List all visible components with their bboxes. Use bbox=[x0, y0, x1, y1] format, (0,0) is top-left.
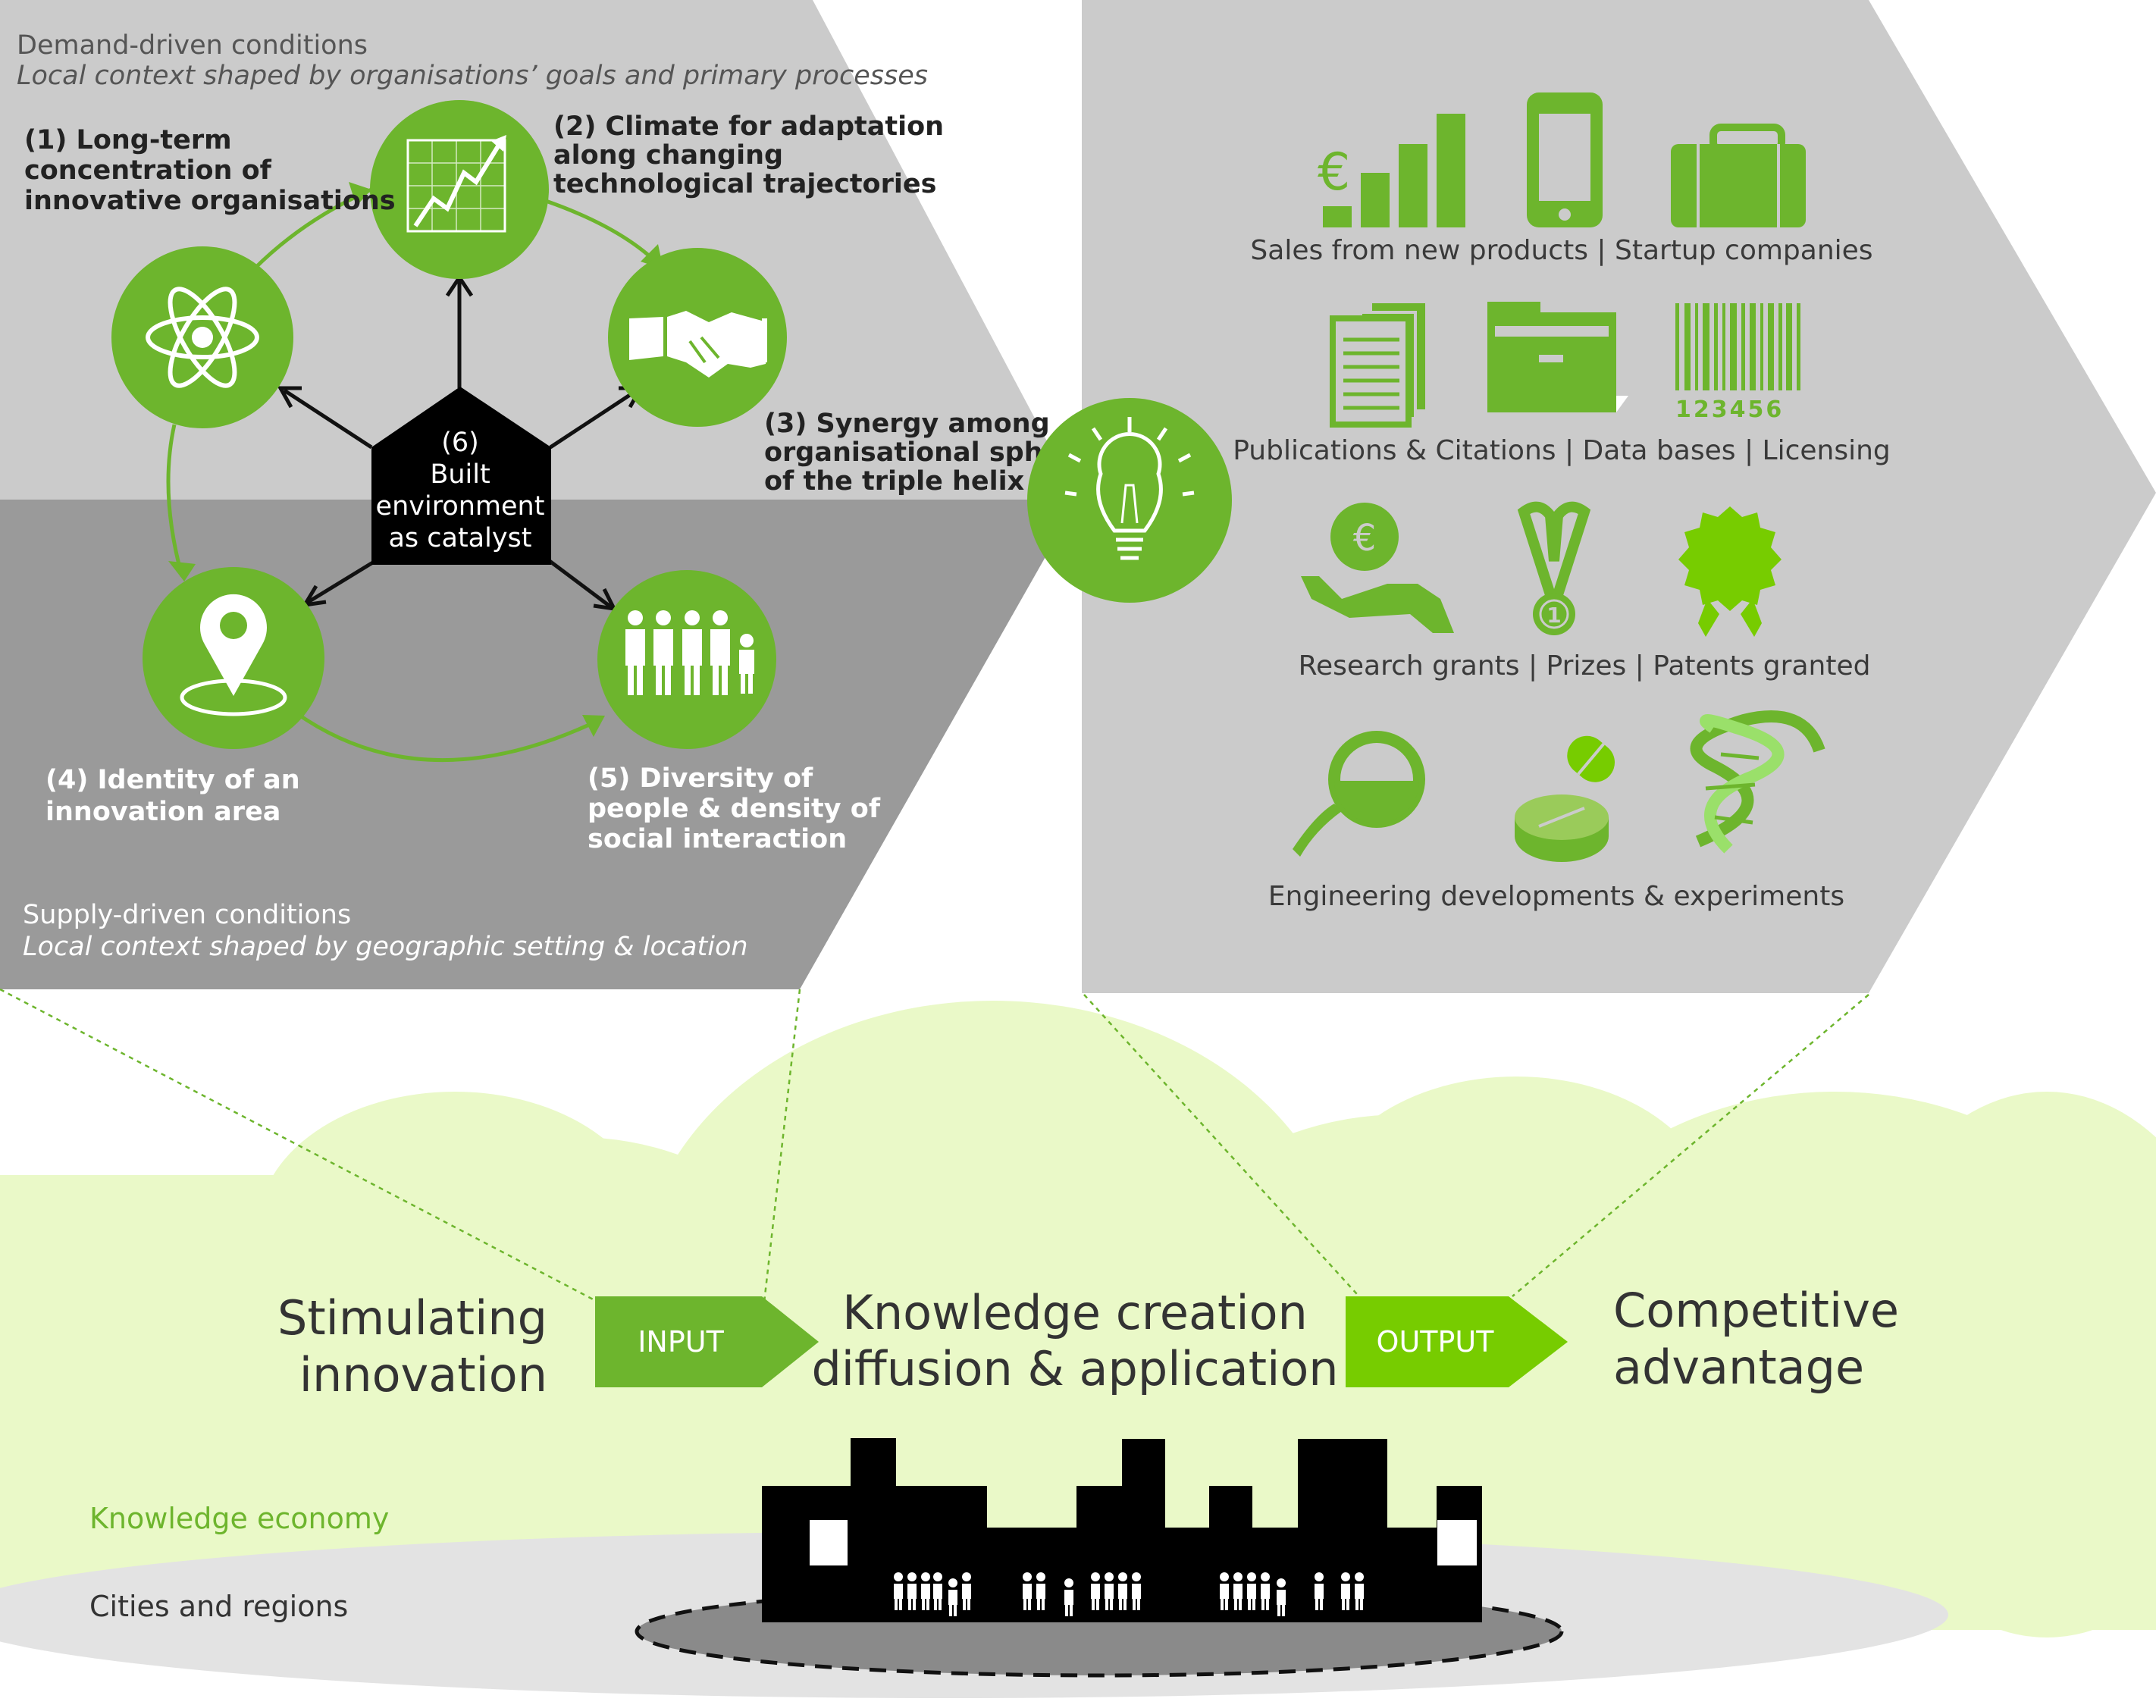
factor-1-line-2: concentration of bbox=[24, 155, 272, 186]
medal-icon: 1 bbox=[1517, 501, 1591, 635]
lightbulb-icon bbox=[1064, 417, 1195, 560]
input-arrow bbox=[595, 1296, 819, 1387]
factor-4-circle bbox=[143, 567, 324, 749]
medal-number-text: 1 bbox=[1546, 603, 1561, 628]
database-box-icon bbox=[1487, 302, 1628, 412]
factor-3-line-1: (3) Synergy among bbox=[764, 409, 1050, 439]
factor-5-line-3: social interaction bbox=[588, 824, 847, 854]
stimulating-line-2: innovation bbox=[299, 1347, 547, 1402]
location-pin-icon bbox=[180, 594, 287, 716]
city-windows bbox=[810, 1520, 1477, 1565]
output-row-2: Publications & Citations | Data bases | … bbox=[1233, 435, 1891, 466]
barcode-digits-text: 123456 bbox=[1675, 396, 1784, 423]
patent-seal-icon bbox=[1678, 506, 1782, 637]
demand-subtitle: Local context shaped by organisations’ g… bbox=[17, 61, 928, 91]
euro-text: € bbox=[1318, 143, 1350, 202]
stimulating-line-1: Stimulating bbox=[277, 1290, 547, 1346]
output-row-1: Sales from new products | Startup compan… bbox=[1250, 235, 1872, 266]
factor-6-line-3: environment bbox=[376, 491, 545, 522]
demand-title: Demand-driven conditions bbox=[17, 30, 368, 61]
output-row-3: Research grants | Prizes | Patents grant… bbox=[1299, 650, 1871, 682]
input-label: INPUT bbox=[638, 1325, 724, 1359]
factor-2-line-3: technological trajectories bbox=[553, 169, 936, 199]
knowledge-economy-cloud bbox=[0, 1001, 2156, 1637]
output-arrow bbox=[1346, 1296, 1568, 1387]
factor-2-circle bbox=[370, 100, 549, 279]
factor-3-line-3: of the triple helix bbox=[764, 466, 1025, 497]
barcode-icon: 123456 bbox=[1675, 303, 1800, 423]
factor-3-circle bbox=[608, 248, 787, 427]
magnifier-icon bbox=[1293, 731, 1425, 857]
factor-2-line-1: (2) Climate for adaptation bbox=[553, 111, 944, 142]
factor-5-line-2: people & density of bbox=[588, 794, 881, 824]
factor-1-circle bbox=[111, 246, 293, 428]
factor-5-line-1: (5) Diversity of bbox=[588, 763, 813, 794]
factor-4-line-2: innovation area bbox=[45, 797, 280, 827]
supply-subtitle: Local context shaped by geographic setti… bbox=[23, 932, 748, 962]
grant-hand-icon: € bbox=[1301, 503, 1454, 633]
handshake-icon bbox=[629, 311, 767, 378]
knowledge-line-2: diffusion & application bbox=[811, 1341, 1338, 1396]
atom-icon bbox=[146, 287, 259, 388]
factor-5-circle bbox=[597, 570, 776, 749]
factor-1-line-1: (1) Long-term bbox=[24, 125, 232, 155]
factor-6-line-2: Built bbox=[430, 459, 490, 490]
factor-1-line-3: innovative organisations bbox=[24, 186, 396, 216]
growth-chart-icon bbox=[406, 135, 506, 233]
factor-4-line-1: (4) Identity of an bbox=[45, 765, 300, 795]
competitive-line-1: Competitive bbox=[1613, 1283, 1899, 1338]
supply-title: Supply-driven conditions bbox=[23, 900, 351, 930]
output-panel bbox=[1082, 0, 2156, 993]
factor-6-line-4: as catalyst bbox=[388, 523, 531, 553]
briefcase-icon bbox=[1671, 124, 1806, 227]
pills-icon bbox=[1515, 735, 1615, 862]
cities-regions-label: Cities and regions bbox=[89, 1590, 348, 1623]
output-label: OUTPUT bbox=[1377, 1325, 1495, 1359]
factor-6-line-1: (6) bbox=[441, 428, 479, 458]
projection-lines bbox=[0, 988, 1869, 1304]
output-row-4: Engineering developments & experiments bbox=[1268, 881, 1844, 912]
lightbulb-circle bbox=[1027, 398, 1232, 603]
built-environment-pentagon bbox=[371, 387, 551, 565]
knowledge-line-1: Knowledge creation bbox=[842, 1285, 1308, 1340]
knowledge-economy-label: Knowledge economy bbox=[89, 1502, 389, 1535]
people-group-icon bbox=[625, 610, 754, 695]
factor-2-line-2: along changing bbox=[553, 140, 783, 171]
grant-euro-text: € bbox=[1353, 517, 1377, 559]
catalyst-arrows bbox=[283, 280, 638, 608]
documents-icon bbox=[1330, 303, 1425, 428]
city-people-icon bbox=[894, 1572, 1364, 1616]
dna-helix-icon bbox=[1690, 710, 1825, 854]
sales-chart-icon: € bbox=[1318, 114, 1465, 227]
smartphone-icon bbox=[1527, 92, 1603, 227]
competitive-line-2: advantage bbox=[1613, 1340, 1864, 1395]
